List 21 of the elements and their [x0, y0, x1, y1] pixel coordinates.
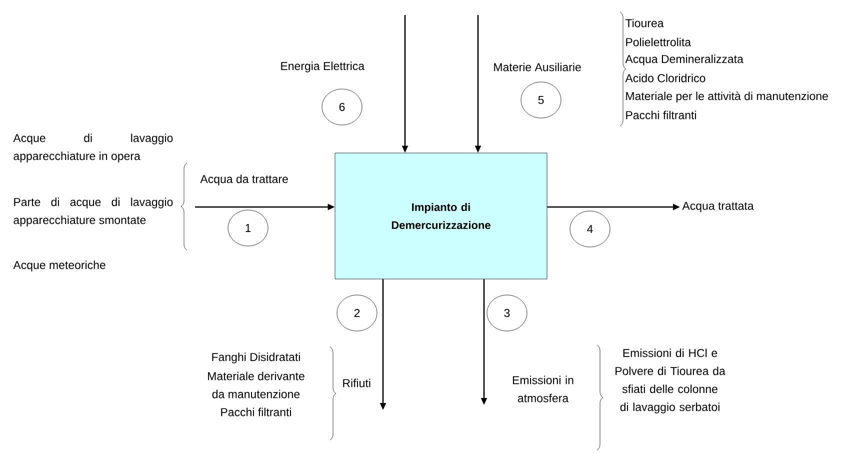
process-box: Impianto di Demercurizzazione — [334, 152, 548, 280]
text-label: Rifiuti — [343, 378, 370, 388]
text-label: Polielettrolita — [626, 38, 692, 46]
flow-label: Energia Elettrica — [281, 62, 365, 72]
text-label: Parte di acque di lavaggio apparecchiature smontate — [14, 198, 173, 226]
flow-label: Materie Ausiliarie — [494, 62, 581, 72]
output-label: Acqua trattata — [682, 202, 754, 212]
text-label: Fanghi Disidratati — [212, 352, 300, 364]
text-label: da manutenzione — [212, 390, 300, 398]
text-label: Pacchi filtranti — [221, 408, 291, 416]
text-label: Emissioni di HCl e Polvere di Tiourea da sfiati delle colonne di lavaggio serbatoi — [616, 348, 726, 414]
text-label: Acque di lavaggio apparecchiature in opera — [13, 134, 173, 162]
text-label: Emissioni in atmosfera — [512, 376, 574, 402]
text-label: Acque meteoriche — [13, 260, 106, 272]
text-label: Acido Cloridrico — [625, 74, 706, 82]
flow-label: Acqua da trattare — [200, 174, 288, 186]
text-label: Acqua Demineralizzata — [625, 54, 744, 66]
text-label: Materiale derivante — [208, 372, 304, 380]
text-label: Pacchi filtranti — [626, 110, 696, 120]
text-label: Materiale per le attività di manutenzione — [626, 92, 828, 102]
text-label: Tiourea — [625, 18, 664, 28]
